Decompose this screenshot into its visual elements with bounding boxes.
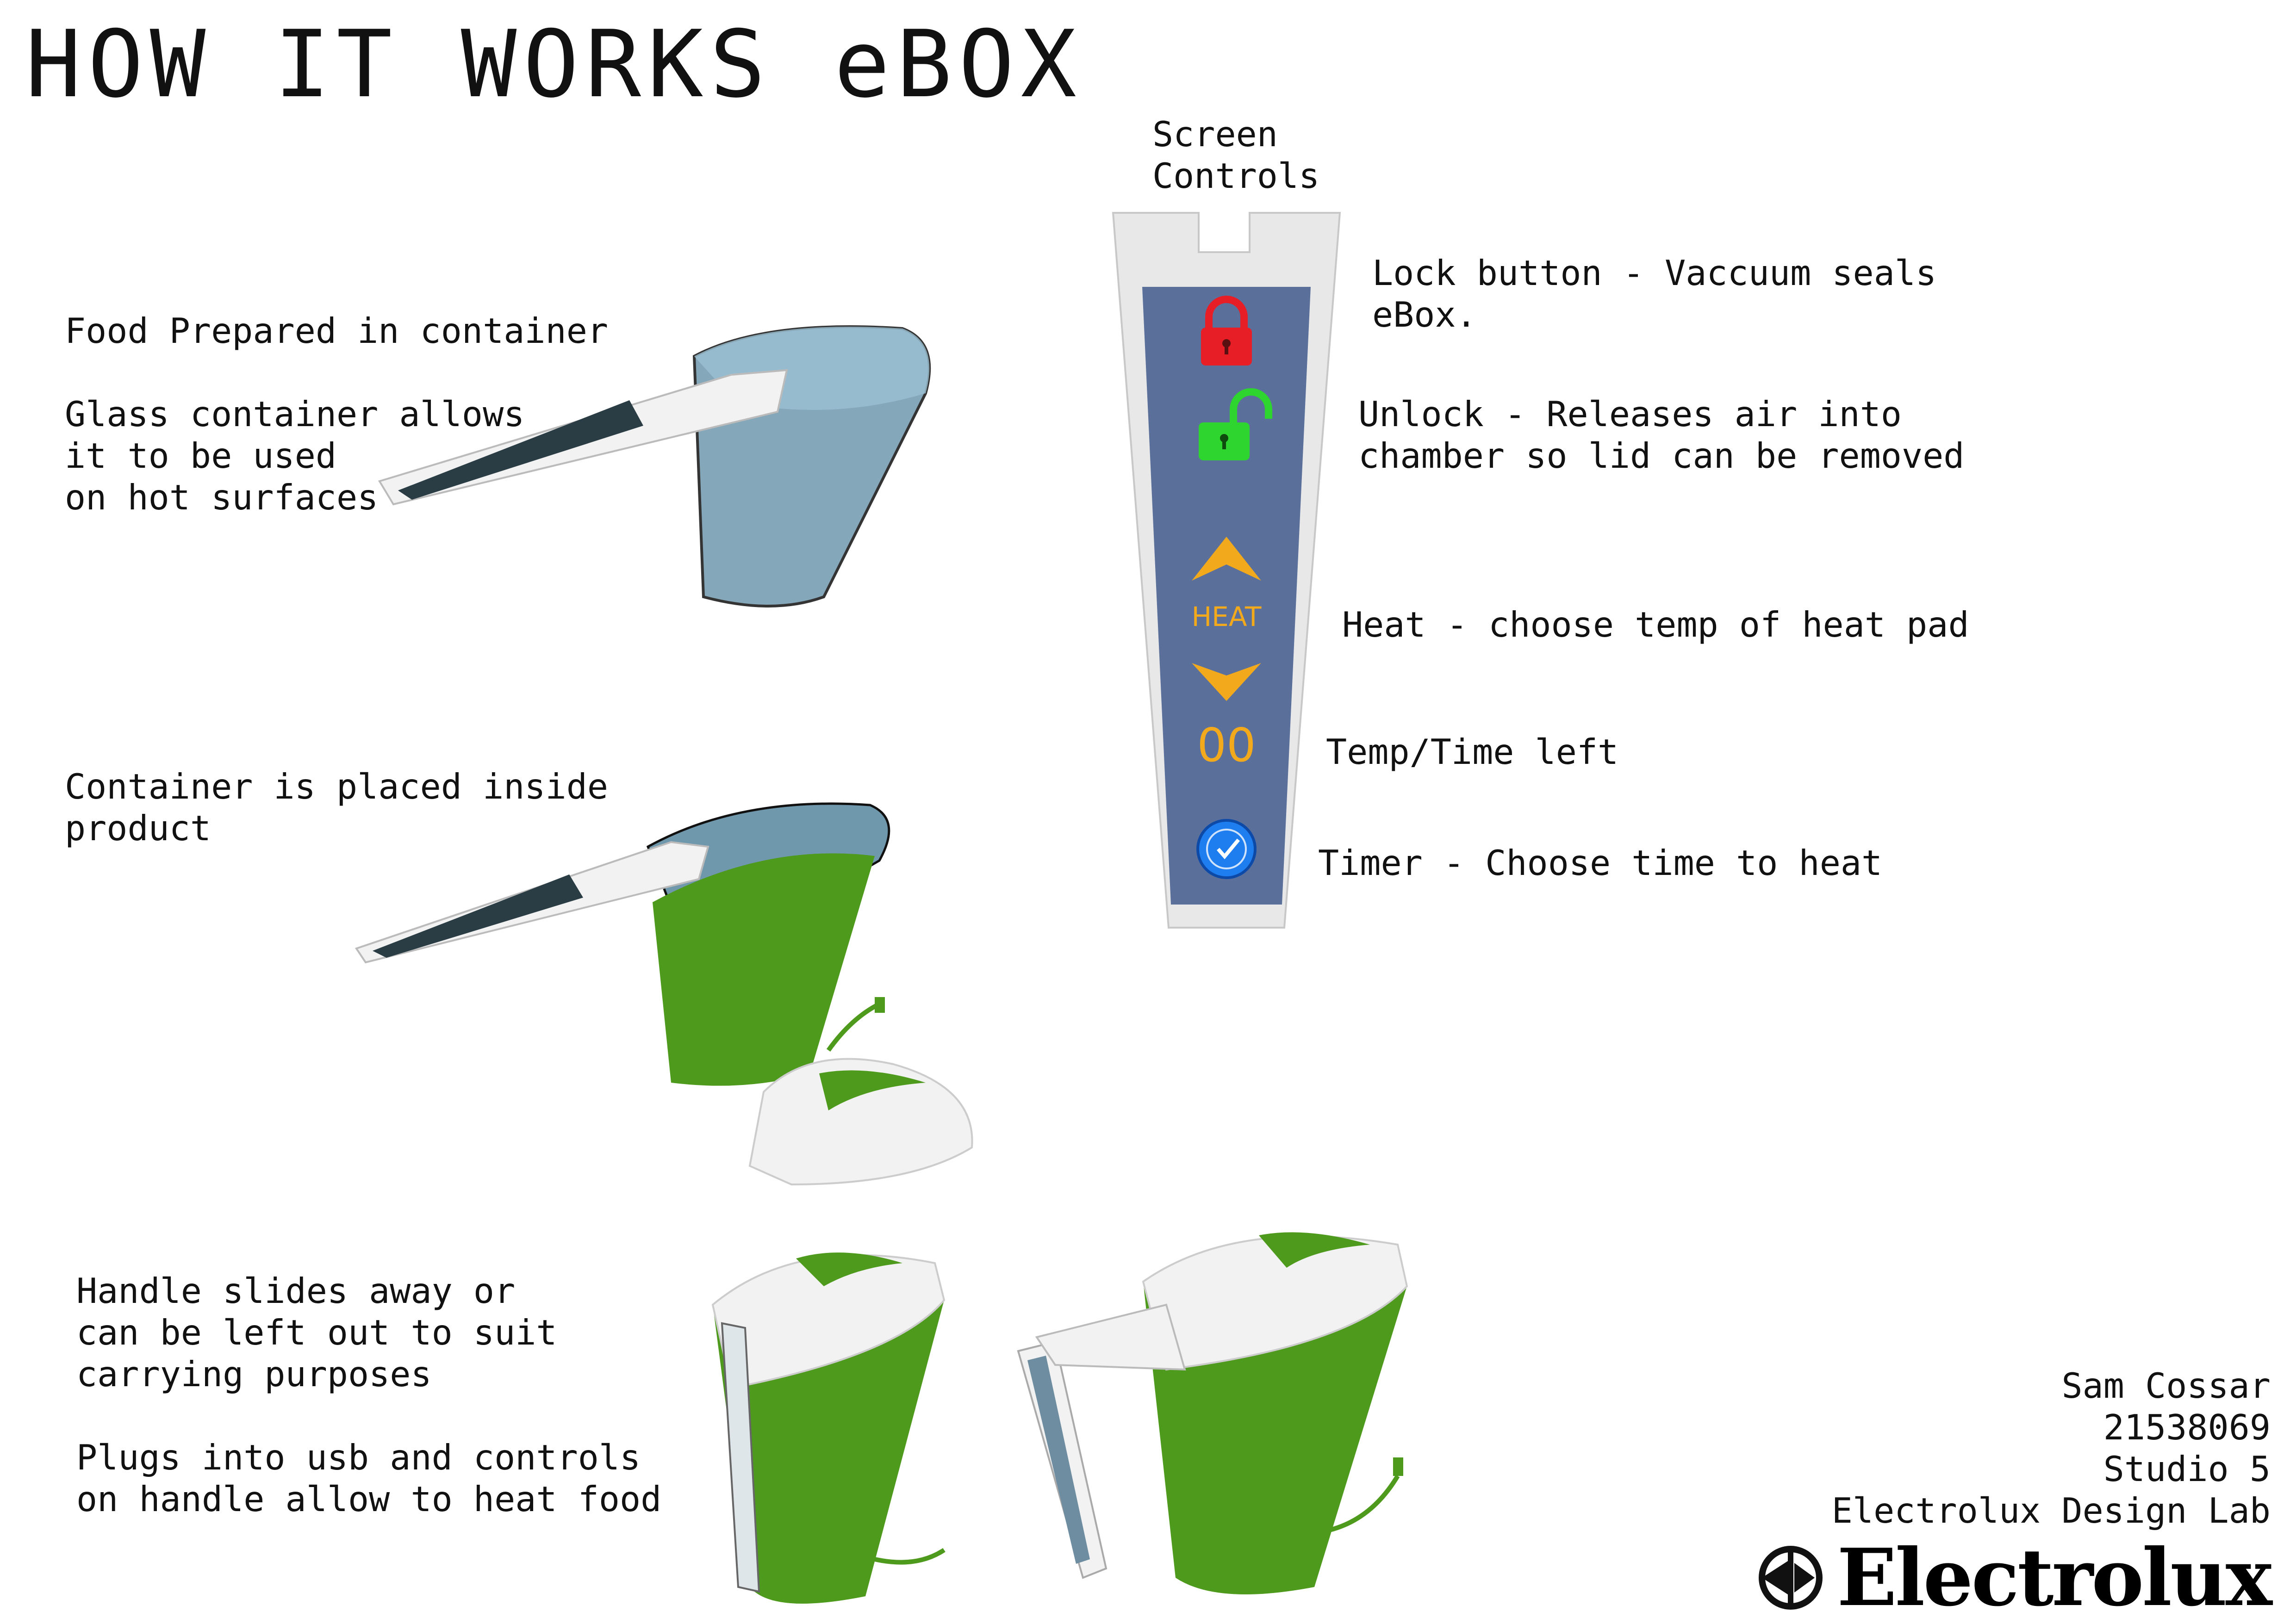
heat-label: HEAT	[1192, 601, 1262, 632]
heat-up-arrow-icon[interactable]	[1192, 537, 1261, 581]
temp-time-readout: 00	[1197, 718, 1256, 772]
annotation-heat: Heat - choose temp of heat pad	[1342, 604, 1969, 645]
step-glass-container: Glass container allows it to be used on …	[65, 394, 525, 518]
screen-controls-panel: HEAT 00	[1112, 212, 1341, 929]
annotation-temp-time: Temp/Time left	[1326, 731, 1619, 772]
closed-ebox-render	[711, 1232, 1408, 1604]
credit-student-id: 21538069	[2103, 1407, 2271, 1448]
electrolux-logo: Electrolux	[1758, 1531, 2272, 1624]
electrolux-logo-text: Electrolux	[1837, 1531, 2272, 1624]
heat-down-arrow-icon[interactable]	[1192, 663, 1261, 701]
annotation-unlock: Unlock - Releases air into chamber so li…	[1358, 394, 1965, 476]
glass-container-render	[378, 325, 931, 607]
screen-controls-heading: Screen Controls	[1152, 114, 1320, 196]
electrolux-logo-icon	[1759, 1546, 1823, 1610]
panel-screen	[1142, 287, 1311, 905]
credit-lab: Electrolux Design Lab	[1831, 1490, 2271, 1531]
credit-name: Sam Cossar	[2061, 1365, 2271, 1406]
timer-clock-icon[interactable]	[1196, 819, 1257, 879]
page-title: HOW IT WORKS eBOX	[25, 11, 1083, 118]
unlock-icon[interactable]	[1199, 388, 1272, 460]
step-plugs-usb: Plugs into usb and controls on handle al…	[76, 1437, 662, 1519]
annotation-timer: Timer - Choose time to heat	[1318, 843, 1883, 883]
step-container-placed: Container is placed inside product	[65, 766, 608, 849]
step-handle-slides: Handle slides away or can be left out to…	[76, 1271, 557, 1395]
lock-icon[interactable]	[1201, 296, 1252, 366]
annotation-lock: Lock button - Vaccuum seals eBox.	[1372, 253, 1937, 335]
step-food-prepared: Food Prepared in container	[65, 310, 608, 351]
container-in-body-render	[355, 802, 973, 1186]
credit-studio: Studio 5	[2103, 1449, 2271, 1489]
